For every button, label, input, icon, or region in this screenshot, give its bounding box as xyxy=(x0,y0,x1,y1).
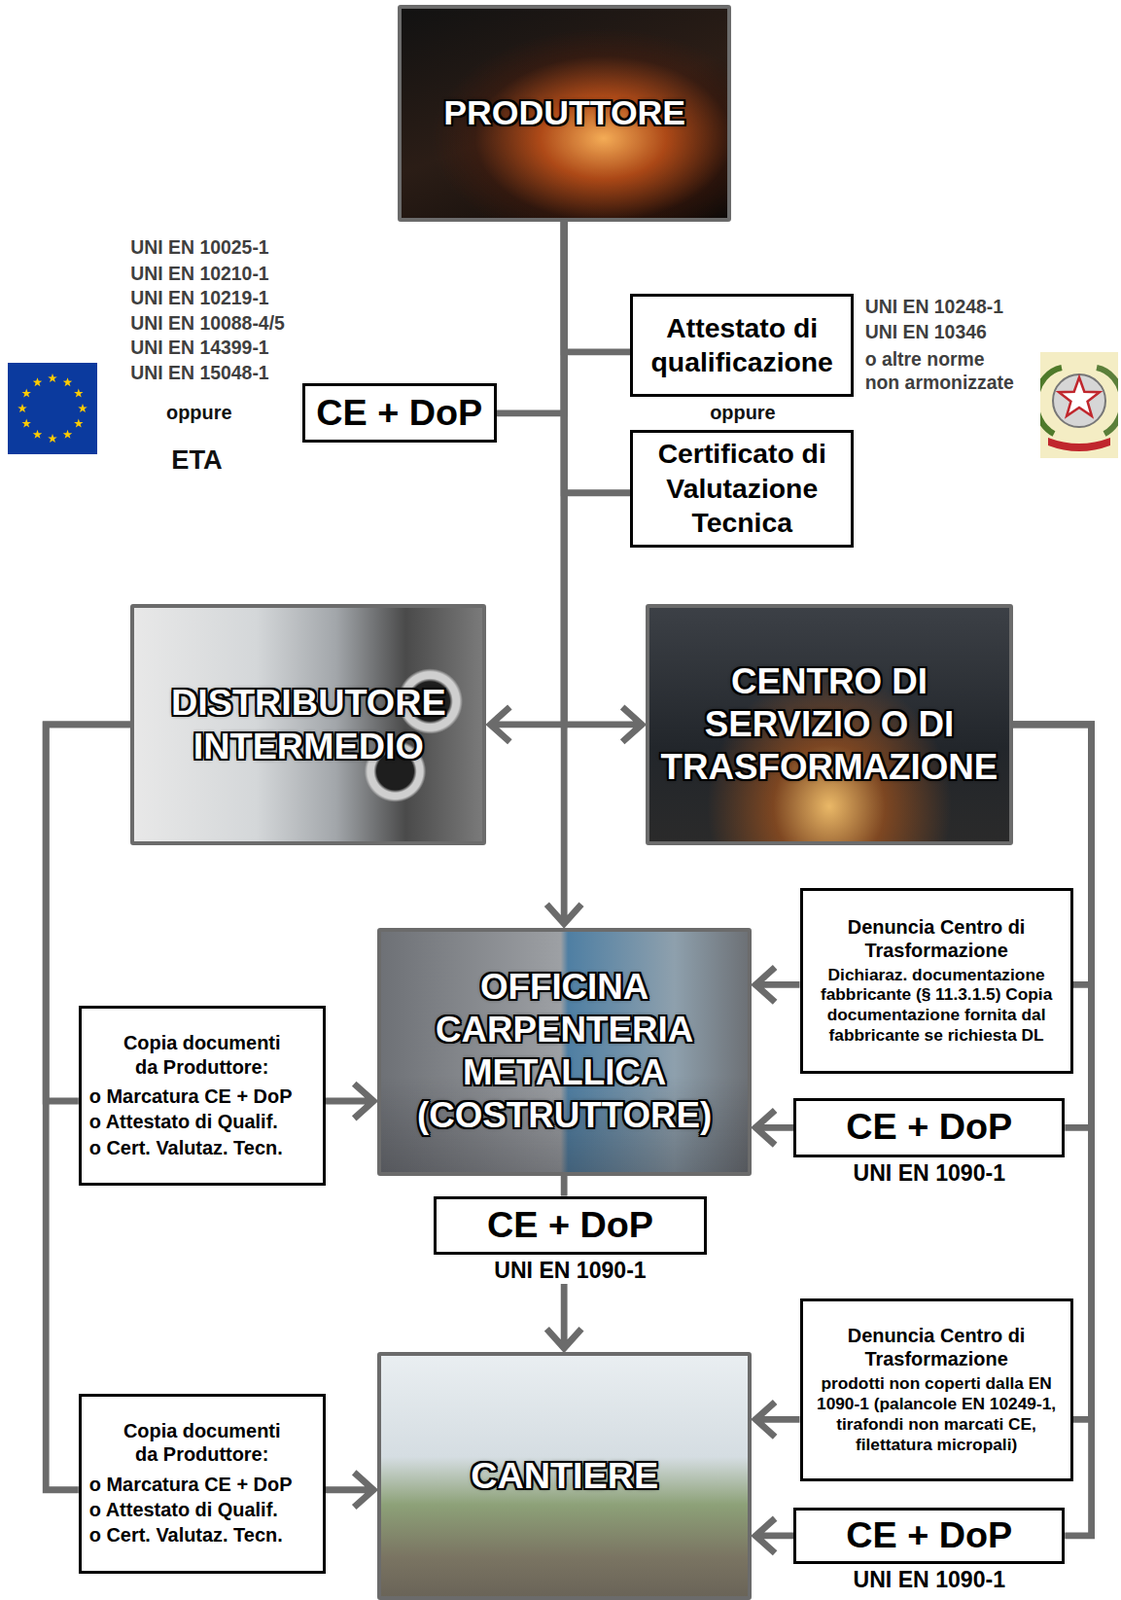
ce-dop-text: CE + DoP xyxy=(315,394,483,432)
photo-title: CENTRO DI SERVIZIO O DI TRASFORMAZIONE xyxy=(657,660,1002,789)
box-heading: Certificato di Valutazione Tecnica xyxy=(638,436,845,540)
flow-connector xyxy=(546,1283,582,1348)
flow-connector xyxy=(755,1109,794,1145)
box-heading: Copia documenti da Produttore: xyxy=(116,1030,287,1079)
box-body: o Cert. Valutaz. Tecn. xyxy=(89,1134,316,1160)
distributor-photo-box: DISTRIBUTORE INTERMEDIO xyxy=(130,603,487,845)
box-body: o Attestato di Qualif. xyxy=(89,1496,316,1522)
document-copy-box: Copia documenti da Produttore: o Marcatur… xyxy=(78,1393,326,1574)
emblem-star xyxy=(1058,377,1100,417)
standard-code: UNI EN 15048-1 xyxy=(130,361,269,385)
flag-star xyxy=(33,429,43,439)
standard-code: UNI EN 10248-1 xyxy=(865,295,1004,318)
standard-code: UNI EN 10219-1 xyxy=(130,286,269,310)
flow-connector xyxy=(325,1471,375,1507)
box-heading: Copia documenti da Produttore: xyxy=(116,1418,287,1467)
ce-mark-box: CE + DoP UNI EN 1090-1 xyxy=(793,1097,1065,1186)
flag-star xyxy=(47,373,58,383)
mark-frame: CE + DoP xyxy=(793,1506,1065,1565)
eta-label: ETA xyxy=(171,444,223,477)
alternative-note: oppure xyxy=(709,401,776,425)
flow-connector xyxy=(563,221,631,493)
flag-star xyxy=(63,377,73,386)
document-box: Attestato di qualificazione xyxy=(630,293,854,397)
flag-star xyxy=(17,403,28,413)
standard-label: UNI EN 1090-1 xyxy=(433,1257,707,1284)
flag-star xyxy=(33,377,43,386)
photo-title: CANTIERE xyxy=(470,1453,659,1498)
italian-emblem xyxy=(1040,351,1119,458)
document-copy-box: Copia documenti da Produttore: o Marcatur… xyxy=(78,1005,326,1186)
standard-code: UNI EN 10025-1 xyxy=(130,236,269,259)
flow-connector xyxy=(563,221,631,352)
flag-star xyxy=(73,419,84,428)
mark-frame: CE + DoP xyxy=(793,1097,1065,1157)
box-heading: Denuncia Centro di Trasformazione xyxy=(807,1324,1066,1371)
flag-field xyxy=(7,362,98,455)
flag-star xyxy=(63,429,73,439)
ce-mark-box: CE + DoP UNI EN 1090-1 xyxy=(793,1506,1065,1593)
box-body: o Marcatura CE + DoP xyxy=(89,1471,316,1497)
standard-code: UNI EN 10346 xyxy=(865,320,987,344)
flag-star xyxy=(47,433,58,443)
emblem-ground xyxy=(1040,351,1119,458)
flag-star xyxy=(21,419,32,428)
box-heading: Denuncia Centro di Trasformazione xyxy=(807,915,1066,963)
photo-title: DISTRIBUTORE INTERMEDIO xyxy=(141,680,475,770)
flag-stars xyxy=(17,373,88,443)
declaration-box: Denuncia Centro di Trasformazioneprodott… xyxy=(800,1297,1074,1482)
producer-photo-box: PRODUTTORE xyxy=(397,4,732,221)
flow-connector xyxy=(560,1175,568,1196)
photo-title: OFFICINA CARPENTERIA METALLICA (COSTRUTT… xyxy=(388,965,740,1137)
standard-code: UNI EN 10088-4/5 xyxy=(130,312,285,335)
workshop-photo-box: OFFICINA CARPENTERIA METALLICA (COSTRUTT… xyxy=(377,927,752,1176)
standard-label: UNI EN 1090-1 xyxy=(793,1566,1065,1593)
declaration-box: Denuncia Centro di TrasformazioneDichiar… xyxy=(800,887,1074,1074)
box-body: o Attestato di Qualif. xyxy=(89,1108,316,1134)
alternative-note: oppure xyxy=(166,401,233,425)
flow-connector xyxy=(546,221,582,924)
eu-flag xyxy=(7,362,98,455)
standard-code: UNI EN 10210-1 xyxy=(130,262,269,285)
flow-connector xyxy=(490,221,564,742)
standard-label: UNI EN 1090-1 xyxy=(793,1159,1065,1187)
ce-mark-box: CE + DoP xyxy=(302,383,497,443)
standard-note: o altre norme non armonizzate xyxy=(865,347,1019,395)
mark-frame: CE + DoP xyxy=(433,1195,707,1256)
box-body: Dichiaraz. documentazione fabbricante (§… xyxy=(807,964,1066,1046)
document-box: Certificato di Valutazione Tecnica xyxy=(630,429,854,549)
box-body: o Cert. Valutaz. Tecn. xyxy=(89,1521,316,1547)
standard-code: UNI EN 14399-1 xyxy=(130,336,269,359)
ce-dop-text: CE + DoP xyxy=(487,1206,654,1244)
ce-mark-box: CE + DoP UNI EN 1090-1 xyxy=(433,1195,707,1284)
service-center-photo-box: CENTRO DI SERVIZIO O DI TRASFORMAZIONE xyxy=(645,603,1014,845)
box-body: prodotti non coperti dalla EN 1090-1 (pa… xyxy=(807,1372,1066,1454)
flag-star xyxy=(77,403,88,413)
flag-star xyxy=(21,388,32,398)
ce-dop-text: CE + DoP xyxy=(845,1108,1013,1146)
flow-connector xyxy=(755,967,800,1003)
box-heading: Attestato di qualificazione xyxy=(638,311,845,381)
emblem-cog xyxy=(1052,374,1106,427)
photo-title: PRODUTTORE xyxy=(443,92,686,135)
emblem-ribbon xyxy=(1048,437,1111,452)
flow-connector xyxy=(755,1401,800,1437)
flow-connector xyxy=(325,1083,375,1119)
flow-connector xyxy=(755,1517,794,1553)
flag-star xyxy=(73,388,84,398)
site-photo-box: CANTIERE xyxy=(377,1351,752,1600)
ce-dop-text: CE + DoP xyxy=(845,1516,1013,1554)
box-body: o Marcatura CE + DoP xyxy=(89,1083,316,1109)
mark-frame: CE + DoP xyxy=(302,383,497,443)
flow-connector xyxy=(496,221,564,414)
